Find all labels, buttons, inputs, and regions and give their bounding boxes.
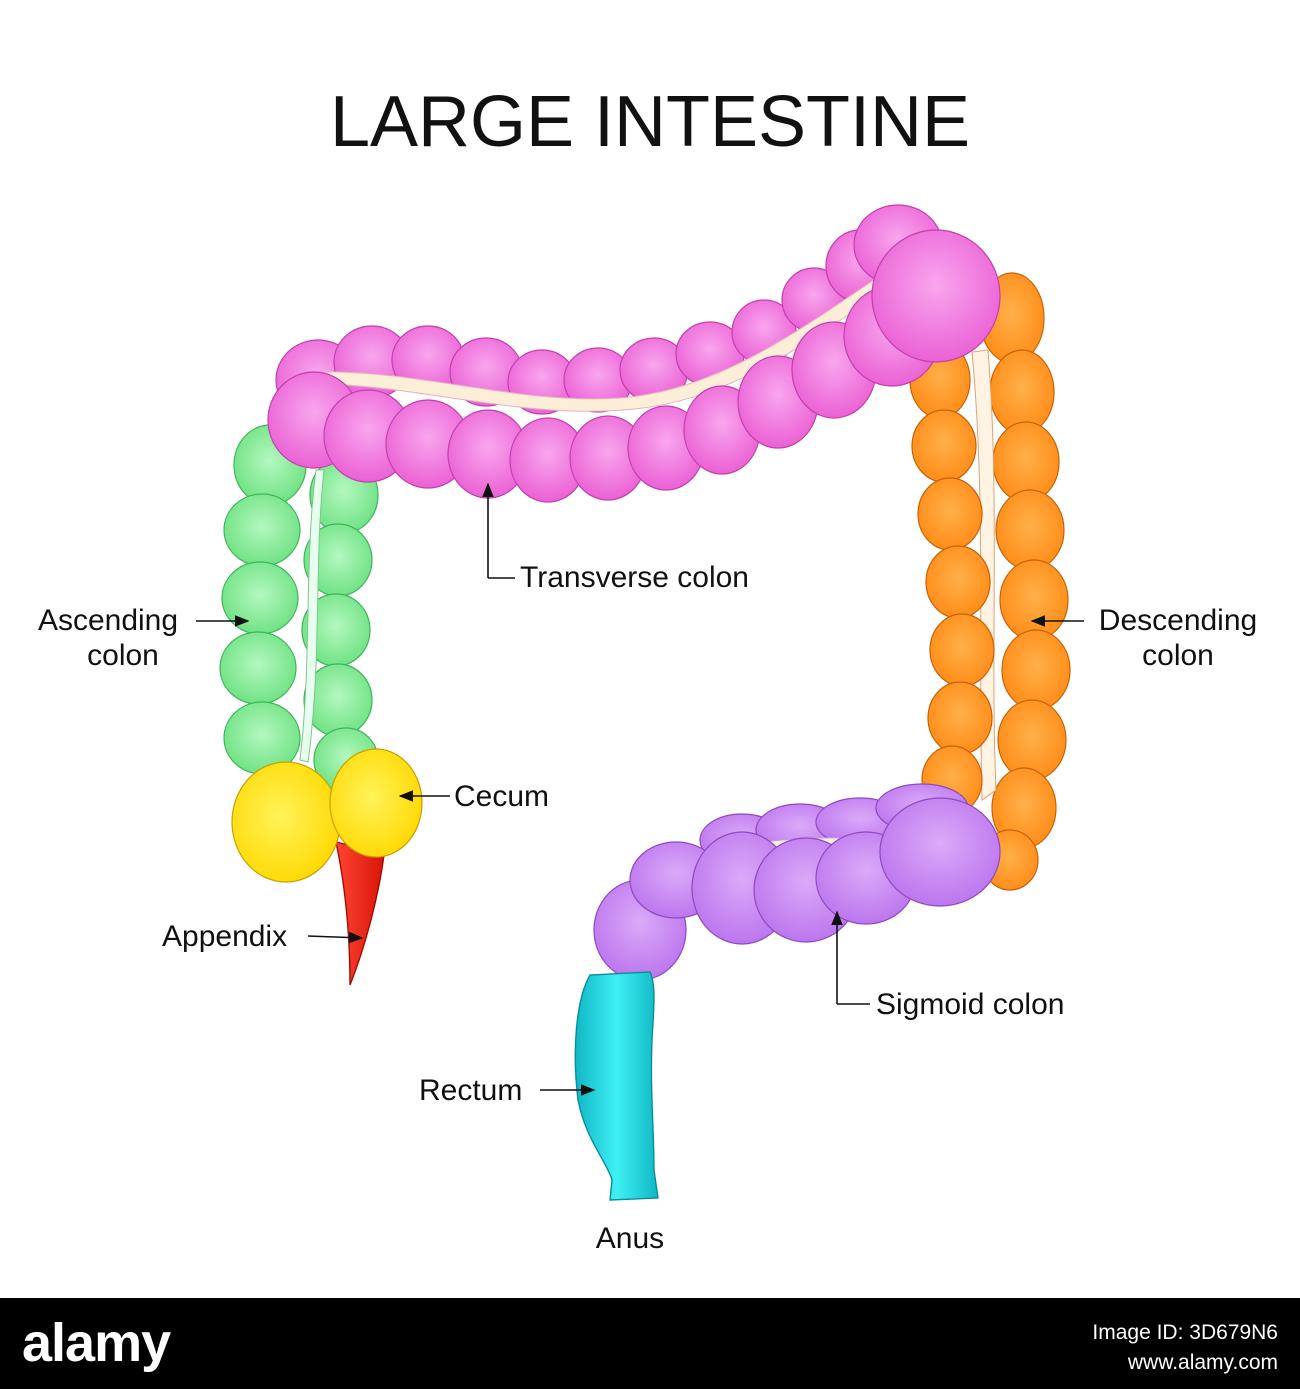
label-rectum: Rectum [419,1074,522,1107]
leader-lines [196,482,1084,1096]
haustra-segment [929,613,995,687]
label-descending-colon-line2: colon [1142,639,1214,672]
label-anus: Anus [596,1222,664,1255]
large-intestine-diagram: LARGE INTESTINE [38,82,1257,1255]
transverse-colon [267,204,1001,503]
haustra-segment [223,493,301,567]
haustra-segment [879,797,1001,907]
haustra-segment [995,489,1065,571]
page-title: LARGE INTESTINE [330,82,970,162]
ascending-colon [219,424,379,793]
appendix [335,841,385,986]
site-url: www.alamy.com [1127,1351,1278,1374]
sigmoid-colon [593,783,1001,981]
label-transverse-colon: Transverse colon [520,561,749,594]
haustra-segment [999,559,1069,641]
cecum [231,748,423,883]
haustra-segment [911,409,977,483]
haustra-segment [927,681,993,755]
watermark-footer: alamy Image ID: 3D679N6 www.alamy.com [0,1298,1300,1389]
haustra-segment [917,477,983,551]
haustra-segment [989,349,1055,435]
label-cecum: Cecum [454,780,549,813]
label-ascending-colon-line2: colon [87,639,159,672]
haustra-segment [925,545,991,619]
haustra-segment [997,699,1067,781]
label-sigmoid-colon: Sigmoid colon [876,988,1064,1021]
label-descending-colon-line1: Descending [1099,604,1257,637]
image-id: Image ID: 3D679N6 [1092,1321,1278,1344]
rectum [574,971,659,1201]
label-appendix: Appendix [162,920,287,953]
image-meta: Image ID: 3D679N6 www.alamy.com [1092,1318,1278,1378]
haustra-segment [1001,629,1071,711]
brand-logo: alamy [22,1313,171,1373]
haustra-segment [221,561,299,635]
haustra-segment [219,631,297,705]
label-ascending-colon-line1: Ascending [38,604,178,637]
haustra-segment [871,229,1001,363]
